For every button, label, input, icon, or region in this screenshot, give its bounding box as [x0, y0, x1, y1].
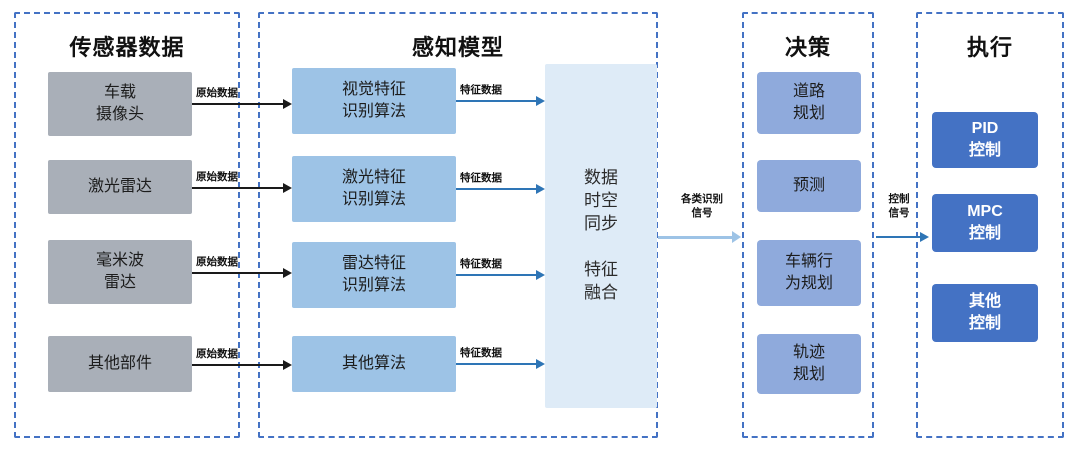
decision-label-road-planning: 道路 规划 — [792, 83, 825, 122]
fusion-box: 数据 时空 同步 特征 融合 — [545, 64, 657, 408]
arrow-recognition-signal — [658, 231, 741, 243]
exec-label-pid: PID 控制 — [968, 120, 1001, 159]
label-recognition-signal: 各类识别 信号 — [681, 193, 723, 220]
arrow-raw-data-3 — [192, 268, 292, 278]
label-feature-data-4: 特征数据 — [460, 347, 502, 359]
algo-label-other: 其他算法 — [341, 355, 406, 373]
algo-box-other: 其他算法 — [292, 336, 456, 392]
label-raw-data-4: 原始数据 — [196, 348, 238, 360]
label-control-signal: 控制 信号 — [888, 193, 910, 220]
sensor-box-mmwave-radar: 毫米波 雷达 — [48, 240, 192, 304]
arrow-feature-data-4 — [456, 359, 545, 369]
decision-label-behavior-planning: 车辆行 为规划 — [784, 253, 833, 292]
arrow-feature-data-1 — [456, 96, 545, 106]
section-title-execution: 执行 — [966, 35, 1013, 60]
sensor-label-other: 其他部件 — [87, 355, 152, 373]
decision-box-prediction: 预测 — [757, 160, 861, 212]
algo-label-visual: 视觉特征 识别算法 — [341, 81, 406, 120]
arrow-raw-data-4 — [192, 360, 292, 370]
decision-label-trajectory-planning: 轨迹 规划 — [792, 344, 825, 383]
exec-box-pid: PID 控制 — [932, 112, 1038, 168]
algo-box-laser: 激光特征 识别算法 — [292, 156, 456, 222]
section-decision: 决策 — [742, 12, 874, 438]
arrow-control-signal — [876, 232, 929, 242]
algo-label-radar: 雷达特征 识别算法 — [341, 255, 406, 294]
sensor-label-lidar: 激光雷达 — [87, 178, 152, 196]
section-title-sensor-data: 传感器数据 — [69, 35, 185, 60]
section-title-decision: 决策 — [784, 35, 831, 60]
algo-box-visual: 视觉特征 识别算法 — [292, 68, 456, 134]
decision-box-road-planning: 道路 规划 — [757, 72, 861, 134]
sensor-box-camera: 车载 摄像头 — [48, 72, 192, 136]
exec-label-other: 其他 控制 — [968, 293, 1001, 332]
decision-box-behavior-planning: 车辆行 为规划 — [757, 240, 861, 306]
exec-label-mpc: MPC 控制 — [967, 203, 1003, 242]
decision-box-trajectory-planning: 轨迹 规划 — [757, 334, 861, 394]
label-feature-data-1: 特征数据 — [460, 84, 502, 96]
label-feature-data-2: 特征数据 — [460, 172, 502, 184]
label-raw-data-3: 原始数据 — [196, 256, 238, 268]
sensor-label-camera: 车载 摄像头 — [95, 84, 144, 123]
sensor-box-other: 其他部件 — [48, 336, 192, 392]
label-raw-data-2: 原始数据 — [196, 171, 238, 183]
arrow-feature-data-3 — [456, 270, 545, 280]
algo-box-radar: 雷达特征 识别算法 — [292, 242, 456, 308]
arrow-feature-data-2 — [456, 184, 545, 194]
sensor-box-lidar: 激光雷达 — [48, 160, 192, 214]
arrow-raw-data-2 — [192, 183, 292, 193]
section-perception-model: 感知模型 — [258, 12, 658, 438]
section-execution: 执行 — [916, 12, 1064, 438]
section-sensor-data: 传感器数据 — [14, 12, 240, 438]
decision-label-prediction: 预测 — [792, 177, 825, 195]
exec-box-other: 其他 控制 — [932, 284, 1038, 342]
arrow-raw-data-1 — [192, 99, 292, 109]
section-title-perception-model: 感知模型 — [411, 35, 504, 60]
fusion-label: 数据 时空 同步 特征 融合 — [584, 168, 618, 302]
exec-box-mpc: MPC 控制 — [932, 194, 1038, 252]
label-raw-data-1: 原始数据 — [196, 87, 238, 99]
algo-label-laser: 激光特征 识别算法 — [341, 169, 406, 208]
sensor-label-mmwave-radar: 毫米波 雷达 — [95, 252, 144, 291]
label-feature-data-3: 特征数据 — [460, 258, 502, 270]
